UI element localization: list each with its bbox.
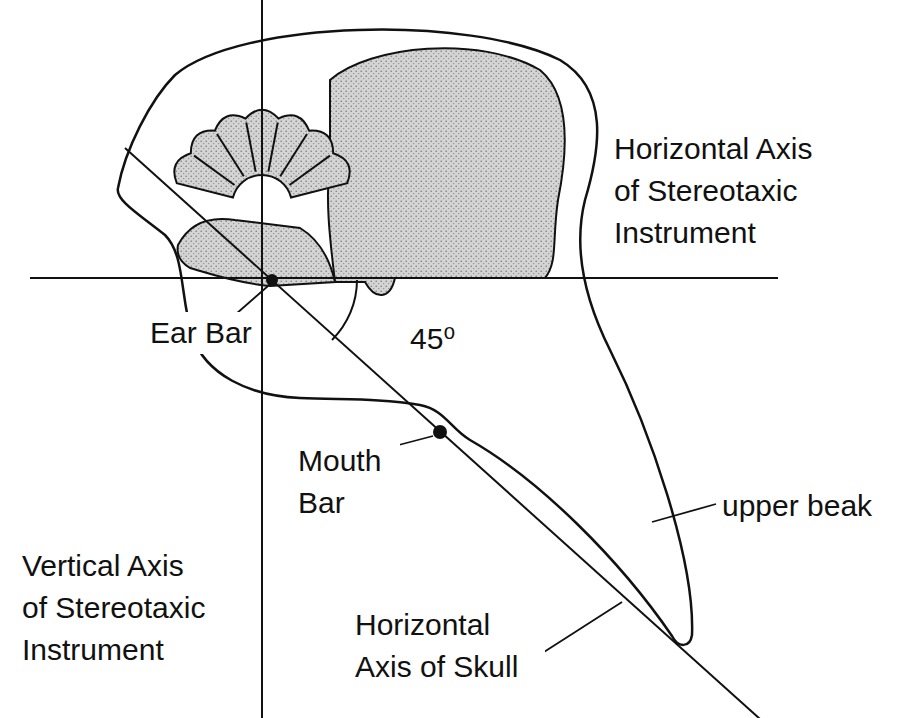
part-label: Ear Bar bbox=[148, 312, 254, 354]
vertical-axis-line bbox=[261, 0, 263, 718]
folium-line bbox=[246, 122, 255, 171]
ear-bar-dot bbox=[266, 274, 278, 286]
folium-line bbox=[280, 134, 307, 176]
leader-line bbox=[544, 602, 622, 652]
leader-line bbox=[236, 286, 268, 314]
axis-label: Horizontal Axis of Stereotaxic Instrumen… bbox=[612, 128, 831, 254]
angle-label: 45⁰ bbox=[408, 318, 457, 360]
folium-line bbox=[290, 156, 330, 185]
mouth-bar-dot bbox=[433, 425, 447, 439]
leader-line bbox=[652, 504, 716, 522]
folium-line bbox=[194, 156, 234, 185]
folium-line bbox=[268, 122, 277, 171]
axis-label: Horizontal Axis of Skull bbox=[353, 604, 545, 688]
part-label: Mouth Bar bbox=[296, 440, 400, 524]
axis-label: Vertical Axis of Stereotaxic Instrument bbox=[20, 545, 218, 671]
brainstem bbox=[178, 219, 336, 286]
cerebrum bbox=[328, 48, 565, 295]
folium-line bbox=[217, 134, 244, 176]
horizontal-axis-line bbox=[30, 277, 778, 279]
part-label: upper beak bbox=[720, 485, 874, 527]
angle-arc bbox=[332, 280, 357, 340]
